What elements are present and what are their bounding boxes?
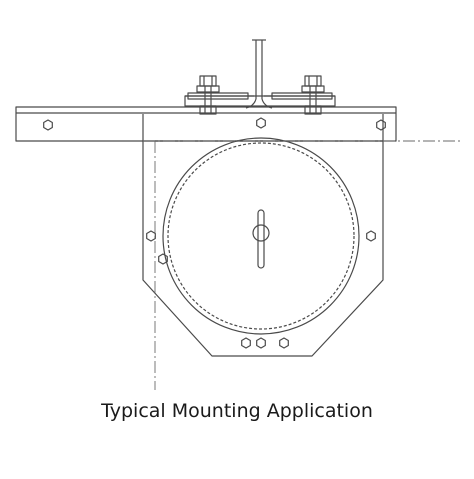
mounting-holes bbox=[43, 117, 386, 349]
right-clamp-plate bbox=[271, 92, 333, 100]
hex-hole bbox=[376, 119, 386, 131]
hex-hole bbox=[241, 337, 251, 349]
device-dashed-circle bbox=[167, 142, 355, 330]
mounting-bar bbox=[15, 106, 397, 142]
device-outline-circle bbox=[162, 137, 360, 335]
right-bolt bbox=[301, 75, 325, 115]
left-clamp-plate bbox=[187, 92, 249, 100]
hex-hole bbox=[256, 117, 266, 129]
hex-hole bbox=[43, 119, 53, 131]
centerlines bbox=[143, 140, 462, 390]
beam-flange bbox=[184, 95, 336, 107]
center-slot bbox=[252, 209, 270, 269]
bracket-plate bbox=[142, 114, 384, 357]
hex-hole bbox=[279, 337, 289, 349]
hex-hole bbox=[146, 230, 156, 242]
hex-hole bbox=[366, 230, 376, 242]
hex-hole bbox=[158, 253, 168, 265]
beam-web bbox=[245, 39, 273, 109]
hex-hole bbox=[256, 337, 266, 349]
left-bolt bbox=[196, 75, 220, 115]
diagram-caption: Typical Mounting Application bbox=[101, 400, 373, 422]
